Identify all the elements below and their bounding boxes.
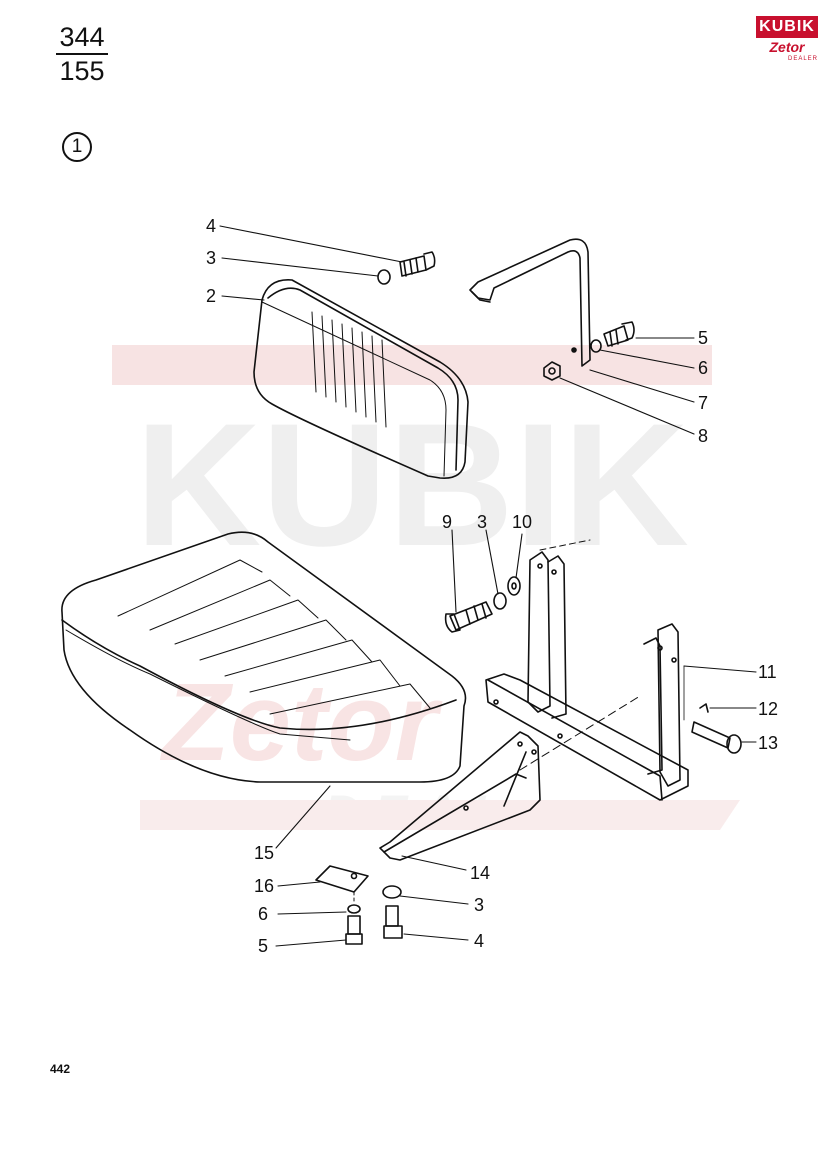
watermark-brand: KUBIK (135, 388, 689, 583)
callout-3-mid: 3 (477, 512, 487, 532)
callout-9: 9 (442, 512, 452, 532)
brand-logo: KUBIK Zetor DEALER (756, 16, 818, 66)
callout-6-bottom: 6 (258, 904, 268, 924)
logo-tag: DEALER (787, 56, 818, 62)
washer-10 (507, 576, 521, 596)
nut-8 (543, 361, 561, 381)
callout-13: 13 (758, 733, 778, 753)
lock-washer-6-top (590, 339, 602, 353)
logo-sub-brand: Zetor (769, 39, 805, 55)
bolt-5-bottom (345, 915, 363, 945)
callout-3-top: 3 (206, 248, 216, 268)
callout-4-bottom: 4 (474, 931, 484, 951)
callout-15: 15 (254, 843, 274, 863)
callout-3-bottom: 3 (474, 895, 484, 915)
washer-3-mid (493, 592, 507, 610)
washer-3-bottom (382, 885, 402, 899)
callout-7: 7 (698, 393, 708, 413)
figure-number: 1 (62, 132, 92, 162)
bolt-4-top (399, 251, 436, 277)
clamp-plate-16 (315, 865, 369, 893)
page-number-denominator: 155 (59, 56, 105, 86)
callout-12: 12 (758, 699, 778, 719)
callout-11: 11 (758, 662, 777, 682)
backrest-cushion (253, 279, 469, 479)
callout-2: 2 (206, 286, 216, 306)
callout-5-bottom: 5 (258, 936, 268, 956)
bolt-4-bottom (383, 905, 403, 939)
logo-brand: KUBIK (756, 16, 818, 38)
callout-10: 10 (512, 512, 532, 532)
callout-14: 14 (470, 863, 490, 883)
seat-cushion (61, 531, 467, 783)
bolt-5-top (603, 321, 635, 347)
footer-page-number: 442 (50, 1062, 71, 1076)
bolt-9 (444, 601, 493, 633)
callout-4-top: 4 (206, 216, 216, 236)
watermark-sub-brand: Zetor (160, 661, 443, 784)
callout-5-top: 5 (698, 328, 708, 348)
callout-labels: 4 3 2 5 6 7 8 9 3 10 11 12 13 15 14 16 3… (206, 216, 778, 956)
seat-frame (485, 539, 689, 801)
watermark-band-top (112, 345, 712, 385)
pin-13 (691, 721, 742, 754)
callout-16: 16 (254, 876, 274, 896)
callout-8: 8 (698, 426, 708, 446)
cotter-pin-12 (699, 703, 709, 713)
support-bracket-14 (379, 731, 541, 861)
watermark: KUBIK Zetor DEAL (112, 345, 740, 841)
callout-6-top: 6 (698, 358, 708, 378)
washer-3-top (377, 269, 391, 285)
page-number: 344 155 (56, 22, 108, 86)
leader-lines (219, 225, 757, 947)
backrest-bracket (469, 238, 591, 367)
page-number-numerator: 344 (56, 22, 108, 55)
watermark-band-bottom (140, 800, 740, 830)
lock-washer-6-bottom (347, 904, 361, 914)
